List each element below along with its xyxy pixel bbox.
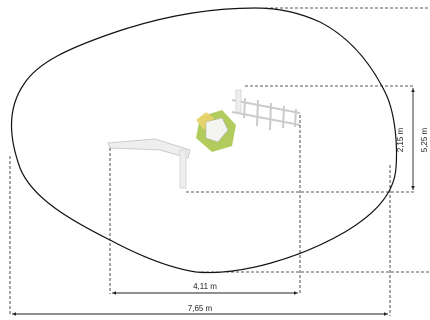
safety-zone-outline	[10, 7, 398, 274]
outer-width-label: 7,65 m	[188, 304, 213, 313]
tower-roof-yellow	[196, 112, 214, 130]
inner-width-label: 4,11 m	[193, 282, 217, 291]
play-equipment-illustration	[107, 89, 301, 189]
slide-shape	[107, 138, 191, 159]
tower-post	[235, 89, 242, 113]
support-post	[179, 149, 187, 189]
tower-roof-white	[205, 117, 229, 143]
extension-lines	[9, 7, 430, 316]
inner-height-label: 2,15 m	[396, 127, 405, 152]
outer-height-label: 5,25 m	[420, 127, 429, 152]
ladder-climber	[231, 97, 301, 131]
